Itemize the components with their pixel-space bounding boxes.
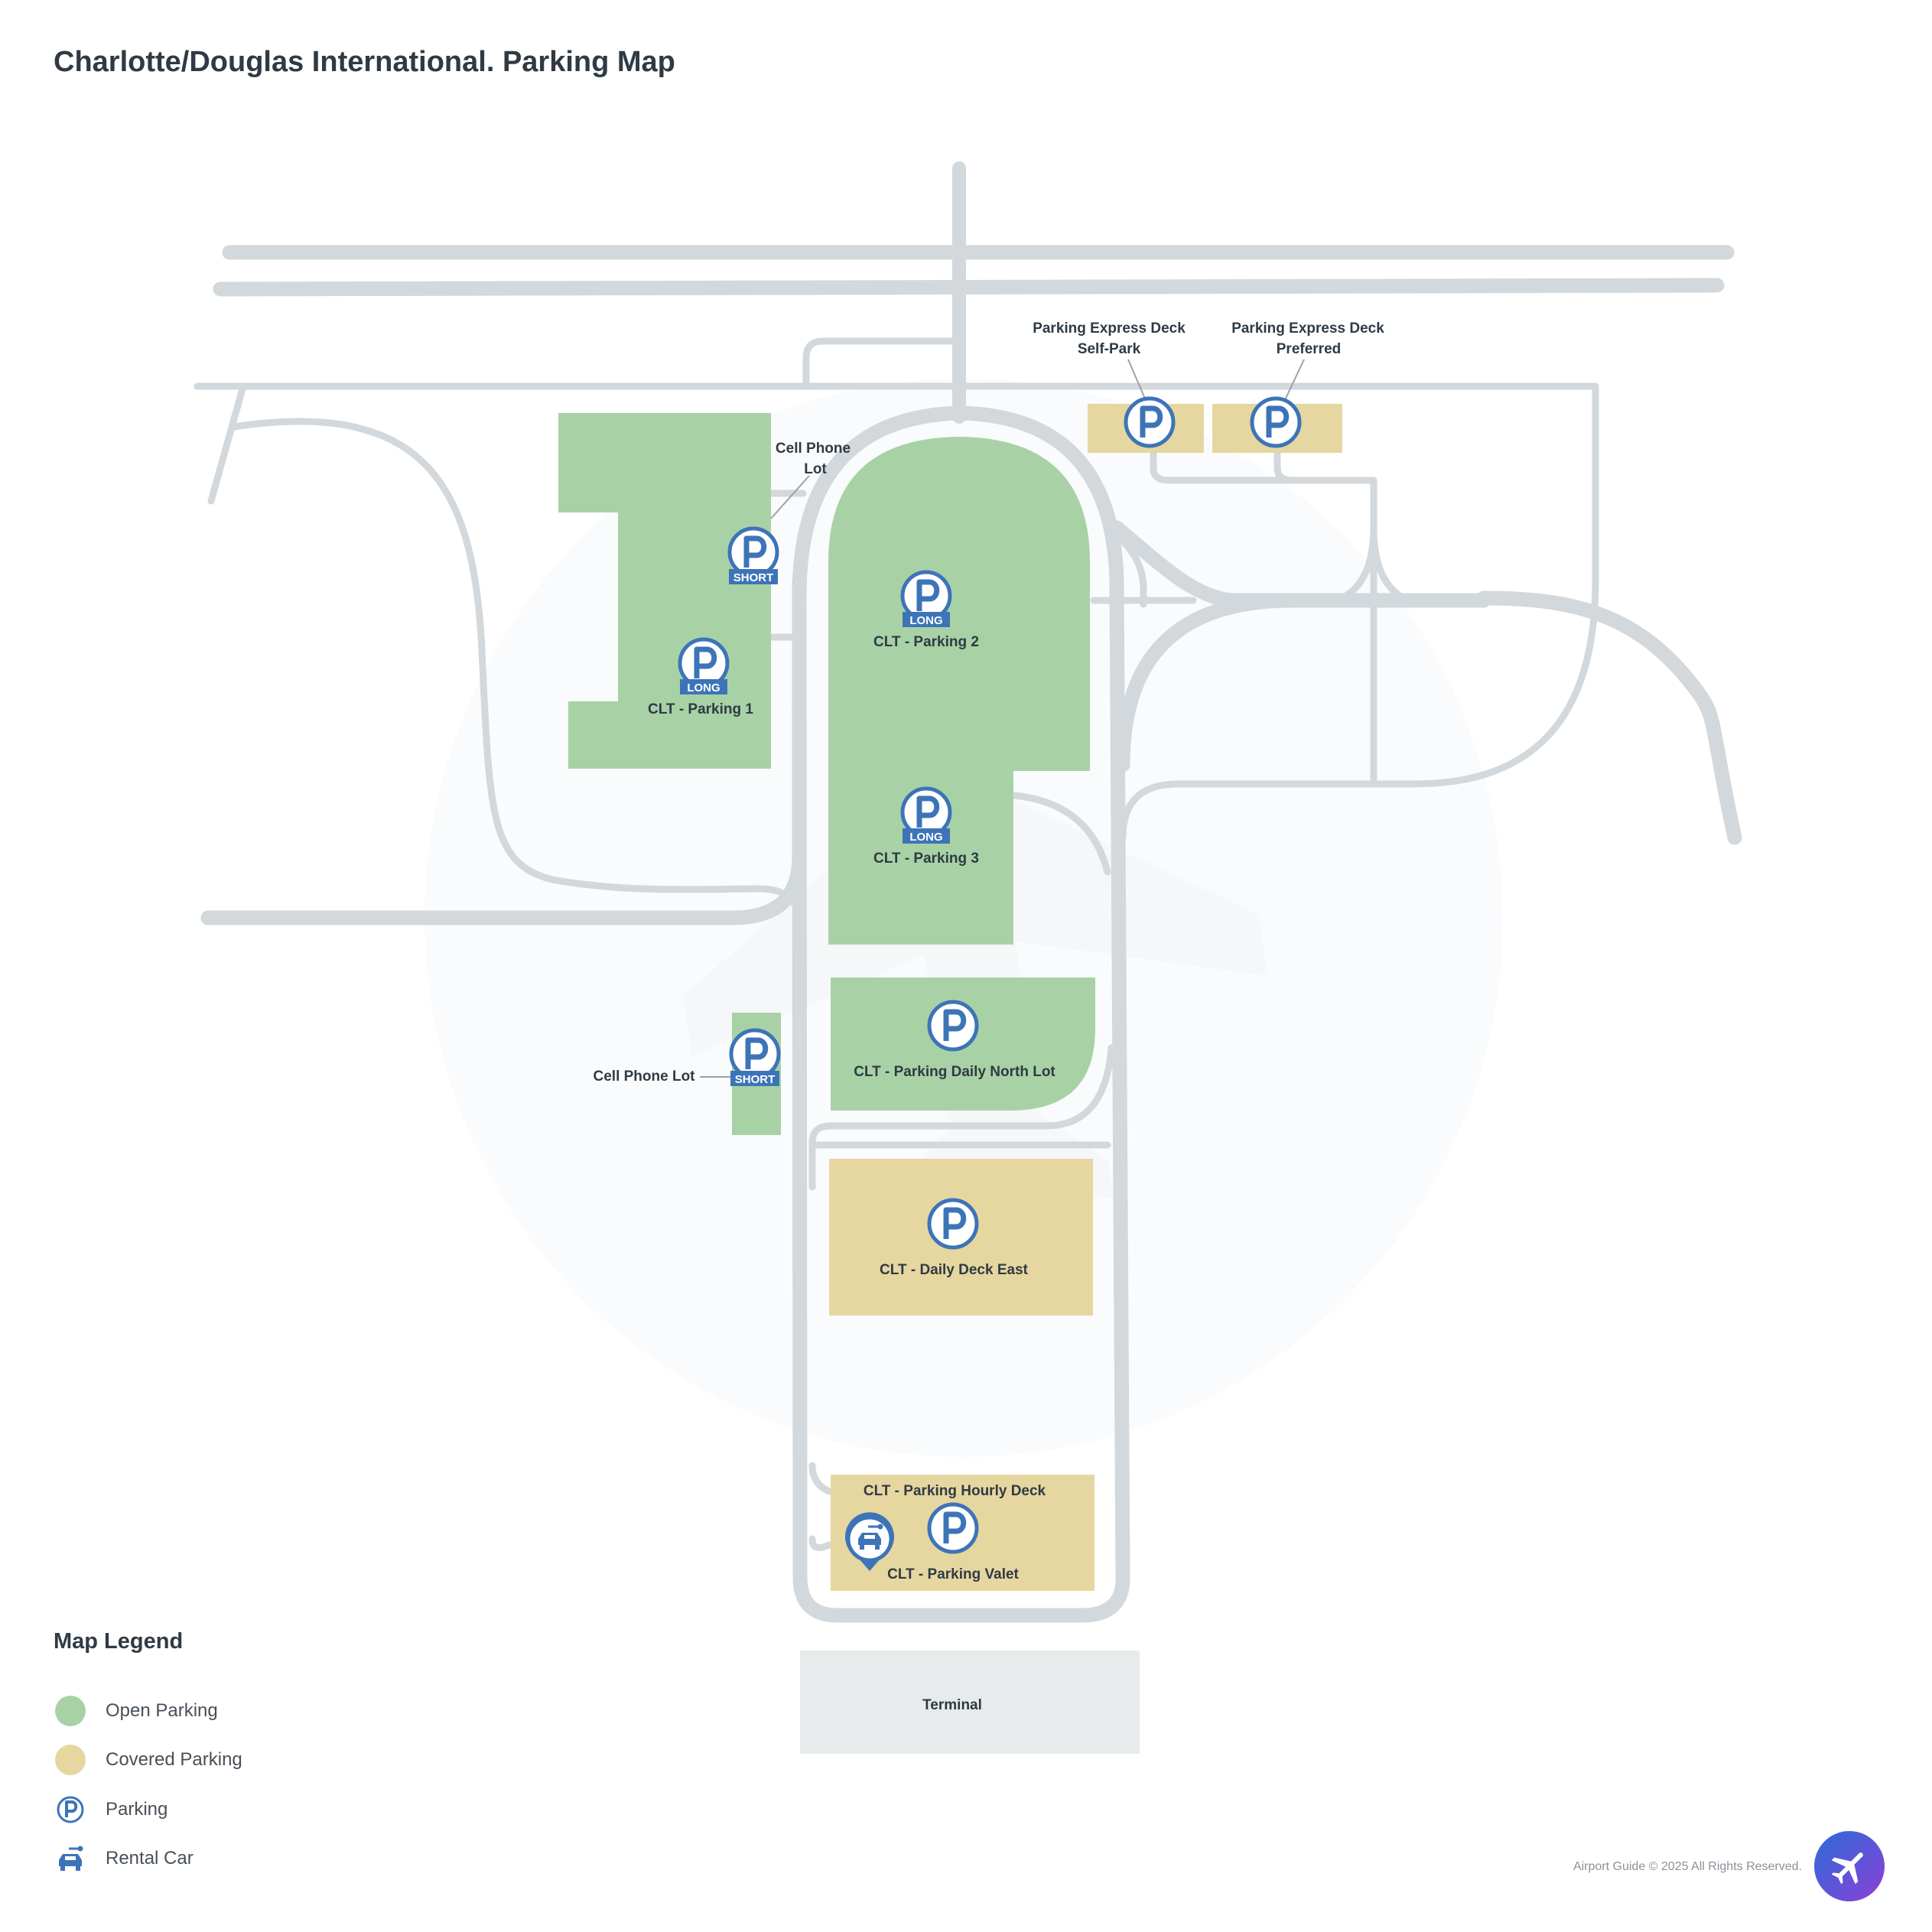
label-parking-3: CLT - Parking 3 <box>873 851 979 867</box>
legend-item-open-parking: Open Parking <box>54 1693 218 1729</box>
label-parking-2: CLT - Parking 2 <box>873 634 979 650</box>
label-hourly-deck: CLT - Parking Hourly Deck <box>864 1483 1046 1499</box>
label-cell-phone-top-line2: Lot <box>804 461 827 477</box>
rental-car-icon[interactable] <box>845 1512 894 1571</box>
copyright-text: Airport Guide © 2025 All Rights Reserved… <box>1573 1860 1802 1873</box>
parking-icon[interactable] <box>929 1504 977 1552</box>
brand-badge[interactable] <box>1814 1831 1885 1901</box>
label-cell-phone-left: Cell Phone Lot <box>594 1068 696 1085</box>
lot-parking-2-3[interactable] <box>828 437 1090 945</box>
svg-text:SHORT: SHORT <box>735 1073 776 1086</box>
short-badge: SHORT <box>729 569 778 584</box>
road-network <box>194 161 1742 1623</box>
short-badge: SHORT <box>730 1071 779 1086</box>
terminal-building[interactable] <box>800 1651 1140 1754</box>
parking-icon[interactable] <box>929 1200 977 1247</box>
svg-text:LONG: LONG <box>909 614 942 627</box>
parking-icon[interactable] <box>929 1002 977 1049</box>
label-daily-deck-east: CLT - Daily Deck East <box>880 1262 1029 1278</box>
label-express-pref-line1: Parking Express Deck <box>1231 320 1384 337</box>
long-badge: LONG <box>903 612 950 627</box>
page-title: Charlotte/Douglas International. Parking… <box>54 46 675 78</box>
parking-icon[interactable] <box>1126 398 1173 446</box>
legend-item-parking: Parking <box>54 1792 168 1827</box>
legend-label: Parking <box>106 1799 168 1820</box>
label-daily-north: CLT - Parking Daily North Lot <box>854 1064 1055 1080</box>
leader-lines <box>700 359 1305 1078</box>
legend-label: Rental Car <box>106 1848 194 1869</box>
label-cell-phone-top-line1: Cell Phone <box>776 441 851 457</box>
label-express-self-line1: Parking Express Deck <box>1033 320 1186 337</box>
rental-car-icon <box>54 1842 87 1875</box>
legend-title: Map Legend <box>54 1629 184 1654</box>
svg-text:LONG: LONG <box>909 831 942 844</box>
parking-icon <box>54 1793 87 1826</box>
airplane-icon <box>1831 1852 1863 1885</box>
parking-icon[interactable] <box>731 1030 779 1078</box>
legend-item-rental-car: Rental Car <box>54 1841 194 1876</box>
parking-icon[interactable] <box>730 529 777 576</box>
label-express-self-line2: Self-Park <box>1078 341 1141 357</box>
legend-item-covered-parking: Covered Parking <box>54 1742 242 1778</box>
label-parking-1: CLT - Parking 1 <box>648 701 753 717</box>
label-terminal: Terminal <box>922 1697 982 1713</box>
long-badge: LONG <box>680 679 727 694</box>
open-parking-swatch <box>54 1694 87 1728</box>
long-badge: LONG <box>903 828 950 844</box>
legend-label: Covered Parking <box>106 1749 242 1770</box>
svg-text:LONG: LONG <box>687 681 720 694</box>
svg-text:SHORT: SHORT <box>733 571 774 584</box>
parking-icon[interactable] <box>1252 398 1299 446</box>
label-express-pref-line2: Preferred <box>1277 341 1342 357</box>
label-valet: CLT - Parking Valet <box>887 1566 1019 1582</box>
covered-parking-swatch <box>54 1743 87 1777</box>
legend-label: Open Parking <box>106 1700 218 1721</box>
